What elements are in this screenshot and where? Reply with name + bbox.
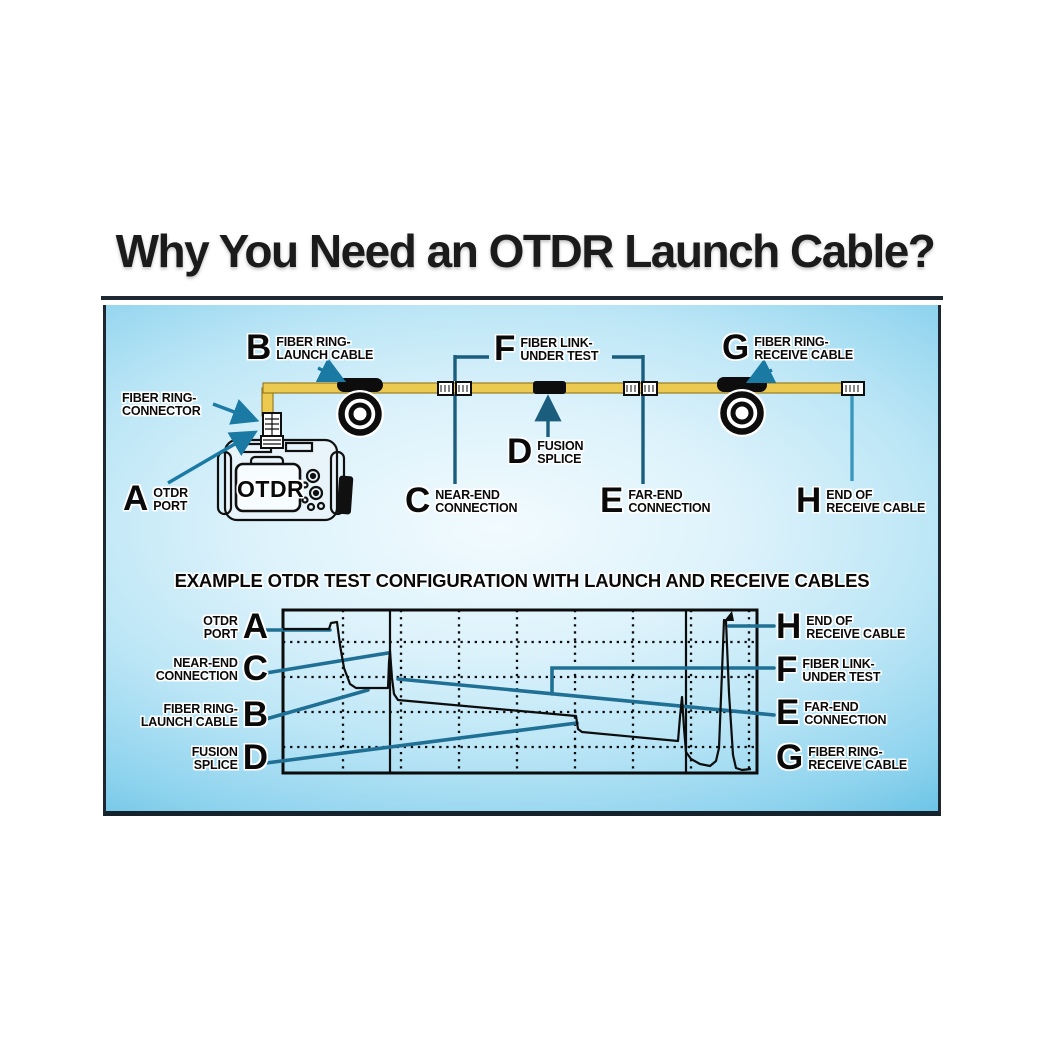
- otdr-trace-chart: [264, 608, 776, 775]
- otdr-side-probe: [336, 475, 354, 515]
- callout-bracket-lines: [453, 355, 854, 484]
- chart-pointer-F: [550, 666, 776, 696]
- chart-letter-g: G: [776, 738, 804, 777]
- otdr-button: [305, 468, 321, 484]
- chart-pointer-E: [396, 677, 776, 717]
- otdr-button: [301, 481, 309, 489]
- receive-fiber-ring: [717, 377, 767, 437]
- callout-letter-c: C: [405, 481, 431, 520]
- callout-arrows: [167, 357, 777, 485]
- chart-letter-c: C: [242, 649, 268, 688]
- otdr-button: [316, 501, 326, 511]
- callout-letter-e: E: [600, 481, 624, 520]
- end-of-cable-connector: [841, 381, 865, 396]
- callout-b: B FIBER RING-LAUNCH CABLE: [246, 328, 374, 367]
- otdr-screen: [234, 462, 302, 513]
- chart-letter-d: D: [242, 738, 268, 777]
- chart-subtitle: EXAMPLE OTDR TEST CONFIGURATION WITH LAU…: [174, 570, 870, 591]
- near-end-connector-pair: [437, 381, 472, 396]
- callout-f: F FIBER LINK-UNDER TEST: [494, 329, 599, 368]
- chart-label-b: FIBER RING-LAUNCH CABLE B: [140, 695, 268, 734]
- fiber-ring-connector: [260, 412, 284, 449]
- otdr-screen-label: OTDR: [237, 476, 305, 502]
- trace-peak-marker: [724, 611, 734, 621]
- receive-ring-arrow: [745, 358, 777, 384]
- otdr-button: [301, 496, 309, 504]
- otdr-button: [309, 472, 317, 480]
- chart-pointer-B: [264, 688, 370, 721]
- launch-fiber-ring: [336, 378, 384, 438]
- otdr-button: [306, 502, 316, 512]
- callout-letter-d: D: [507, 432, 533, 471]
- otdr-button: [312, 489, 320, 497]
- title-underline: [101, 296, 943, 300]
- chart-letter-a: A: [242, 607, 268, 646]
- chart-letter-h: H: [776, 607, 802, 646]
- callout-g: G FIBER RING-RECEIVE CABLE: [722, 328, 854, 367]
- chart-pointer-C: [264, 651, 390, 675]
- page-title: Why You Need an OTDR Launch Cable?: [115, 225, 936, 277]
- callout-letter-h: H: [796, 481, 822, 520]
- otdr-button: [308, 485, 324, 501]
- chart-letter-b: B: [242, 695, 268, 734]
- callout-letter-b: B: [246, 328, 272, 367]
- connector-arrow: [212, 399, 260, 425]
- otdr-port-arrow: [167, 430, 258, 485]
- callout-fiber-ring-connector: FIBER RING-CONNECTOR: [122, 391, 201, 418]
- fusion-splice-block: [533, 381, 566, 394]
- callout-letter-g: G: [722, 328, 750, 367]
- chart-frame: [281, 608, 759, 775]
- chart-label-f: F FIBER LINK-UNDER TEST: [776, 650, 881, 689]
- chart-letter-f: F: [776, 650, 798, 689]
- chart-label-g: G FIBER RING-RECEIVE CABLE: [776, 738, 908, 777]
- otdr-port-slot: [284, 441, 314, 453]
- launch-ring-arrow: [315, 357, 347, 383]
- callout-letter-a: A: [123, 479, 149, 518]
- callout-letter-f: F: [494, 329, 516, 368]
- chart-letter-e: E: [776, 693, 800, 732]
- chart-pointer-D: [264, 721, 579, 765]
- far-end-connector-pair: [623, 381, 658, 396]
- otdr-device: [216, 412, 354, 522]
